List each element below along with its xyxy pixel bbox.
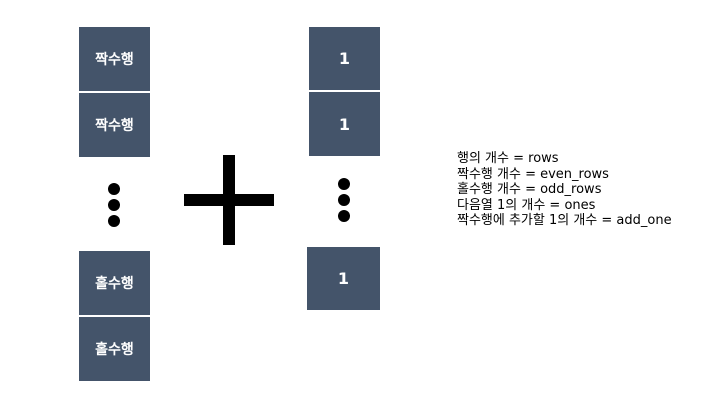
right-ellipsis-dot-1: [338, 178, 350, 190]
legend-line-even-rows: 짝수행 개수 = even_rows: [457, 166, 609, 182]
right-ellipsis-dot-3: [338, 210, 350, 222]
even-row-box-2: 짝수행: [79, 93, 150, 157]
odd-row-box-1: 홀수행: [79, 251, 150, 315]
left-ellipsis-dot-3: [108, 215, 120, 227]
legend-line-ones: 다음열 1의 개수 = ones: [457, 197, 596, 213]
one-box-2: 1: [309, 92, 380, 156]
right-ellipsis-dot-2: [338, 194, 350, 206]
plus-vertical-bar: [223, 155, 235, 245]
one-box-1: 1: [309, 27, 380, 90]
legend-line-odd-rows: 홀수행 개수 = odd_rows: [457, 182, 602, 198]
legend-line-rows: 행의 개수 = rows: [457, 151, 559, 166]
left-ellipsis-dot-2: [108, 199, 120, 211]
odd-row-box-2: 홀수행: [79, 317, 150, 381]
variable-legend: 행의 개수 = rows 짝수행 개수 = even_rows 홀수행 개수 =…: [457, 151, 672, 229]
legend-line-add-one: 짝수행에 추가할 1의 개수 = add_one: [457, 213, 672, 229]
one-box-3: 1: [307, 247, 380, 310]
left-ellipsis-dot-1: [108, 183, 120, 195]
even-row-box-1: 짝수행: [79, 27, 150, 91]
